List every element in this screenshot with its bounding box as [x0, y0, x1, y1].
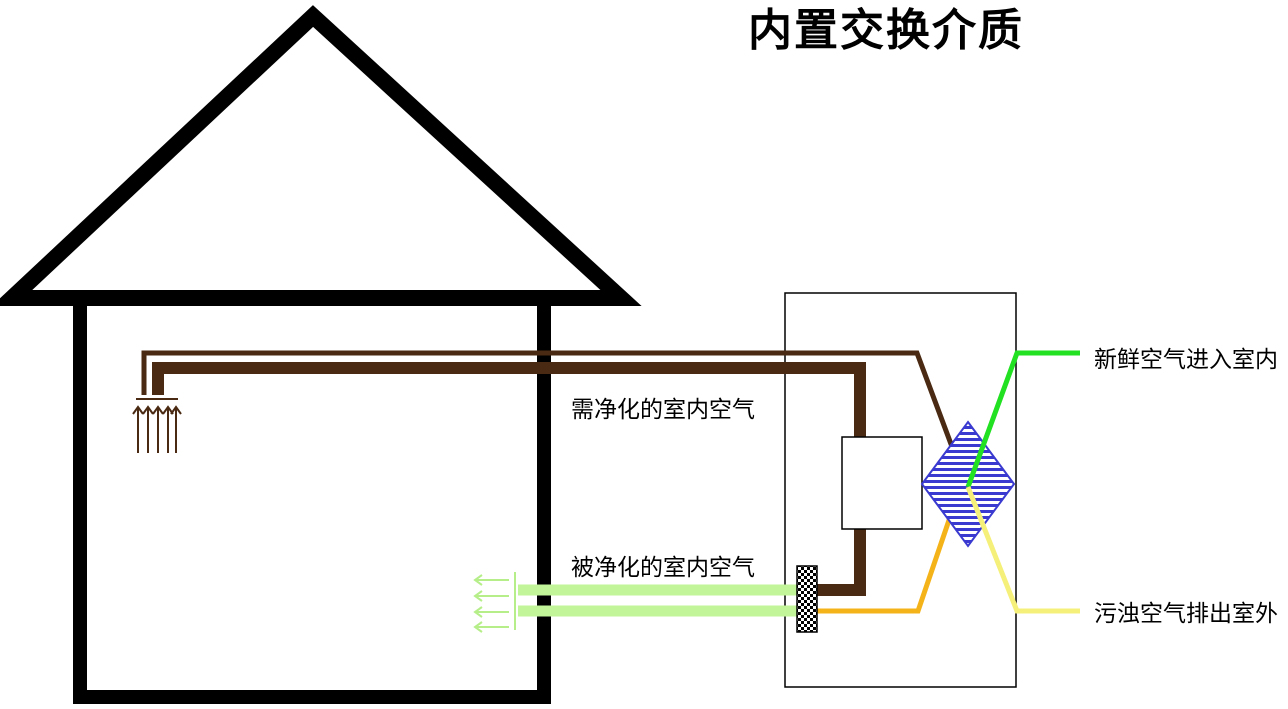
filter-grille	[796, 565, 818, 633]
return-duct-outer	[141, 350, 970, 488]
house-walls	[73, 300, 551, 704]
label-stale-air-out: 污浊空气排出室外	[1094, 601, 1278, 627]
intake-vent-icon	[132, 398, 182, 453]
stale-air-path	[965, 486, 1080, 614]
diagram-title: 内置交换介质	[748, 5, 1024, 56]
label-purified-indoor-air: 被净化的室内空气	[571, 555, 755, 581]
supply-outlet-icon	[473, 572, 516, 633]
exhaust-path	[812, 481, 965, 614]
fan-box	[841, 436, 923, 530]
label-dirty-indoor-air: 需净化的室内空气	[571, 397, 755, 423]
return-duct-inner	[152, 362, 866, 596]
label-fresh-air-in: 新鲜空气进入室内	[1094, 347, 1278, 373]
house-roof	[0, 5, 642, 306]
fresh-air-path	[965, 350, 1080, 488]
